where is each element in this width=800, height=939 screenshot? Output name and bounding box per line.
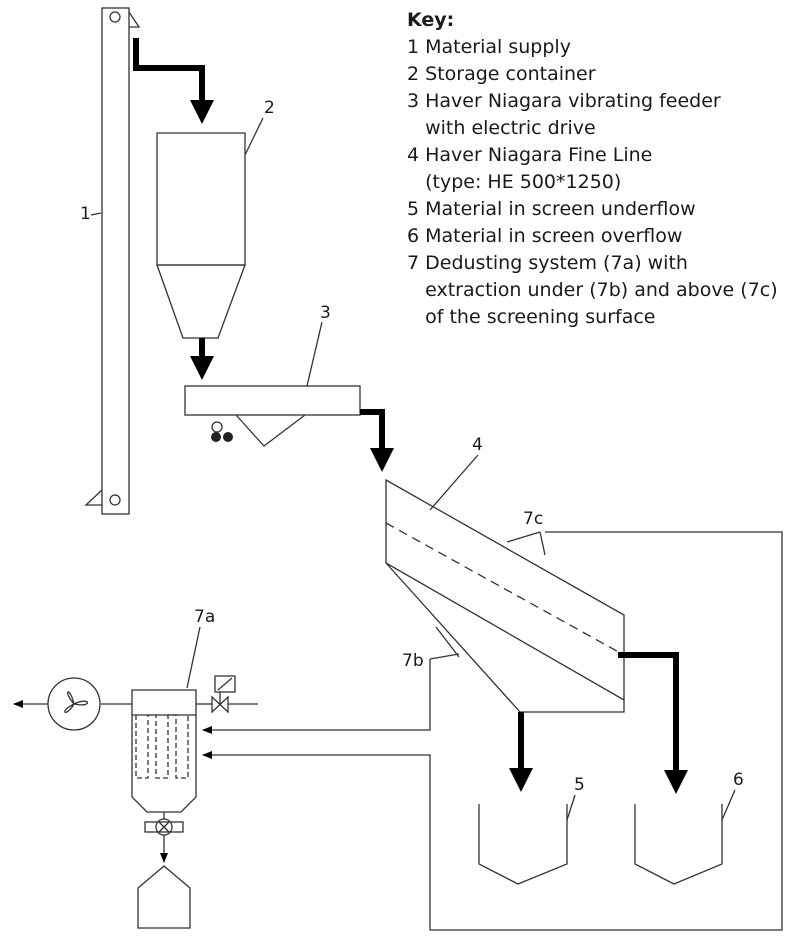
- key-line: 7 Dedusting system (7a) with: [407, 252, 688, 274]
- solenoid-valve: [196, 675, 258, 714]
- label-5: 5: [574, 775, 585, 795]
- label-4: 4: [472, 435, 483, 455]
- overflow-container: [634, 789, 736, 885]
- key-line: 1 Material supply: [407, 36, 571, 58]
- key-line: 2 Storage container: [407, 63, 596, 85]
- dedusting-filter: [131, 626, 201, 813]
- extraction-7b-marker: [429, 626, 460, 660]
- flow-supply-to-container: [133, 38, 214, 124]
- rotary-valve: [144, 812, 184, 863]
- vibrating-feeder: [184, 321, 361, 447]
- dust-collection-container: [137, 865, 191, 929]
- key-line: (type: HE 500*1250): [407, 171, 621, 193]
- label-2: 2: [264, 98, 275, 118]
- fine-line-screen: [385, 454, 625, 713]
- key-line: of the screening surface: [407, 306, 656, 328]
- key-title: Key:: [407, 9, 454, 31]
- key-line: with electric drive: [407, 117, 596, 139]
- key-line: 4 Haver Niagara Fine Line: [407, 144, 652, 166]
- label-7a: 7a: [194, 607, 215, 627]
- key-legend: Key: 1 Material supply 2 Storage contain…: [407, 9, 778, 328]
- flow-overflow: [618, 652, 688, 794]
- key-line: 6 Material in screen overflow: [407, 225, 682, 247]
- duct-7c: [202, 531, 783, 931]
- bucket-elevator: [84, 7, 141, 515]
- extraction-7c-marker: [506, 531, 546, 556]
- underflow-container: [478, 794, 576, 885]
- label-1: 1: [80, 204, 91, 224]
- flow-feeder-to-screen: [360, 409, 394, 472]
- label-7c: 7c: [523, 509, 543, 529]
- label-3: 3: [320, 303, 331, 323]
- label-6: 6: [733, 770, 744, 790]
- duct-7b: [202, 659, 431, 734]
- key-line: 5 Material in screen underflow: [407, 198, 696, 220]
- key-line: extraction under (7b) and above (7c): [407, 279, 778, 301]
- exhaust-fan: [13, 677, 132, 731]
- label-7b: 7b: [402, 651, 424, 671]
- storage-container: [156, 117, 264, 339]
- key-line: 3 Haver Niagara vibrating feeder: [407, 90, 721, 112]
